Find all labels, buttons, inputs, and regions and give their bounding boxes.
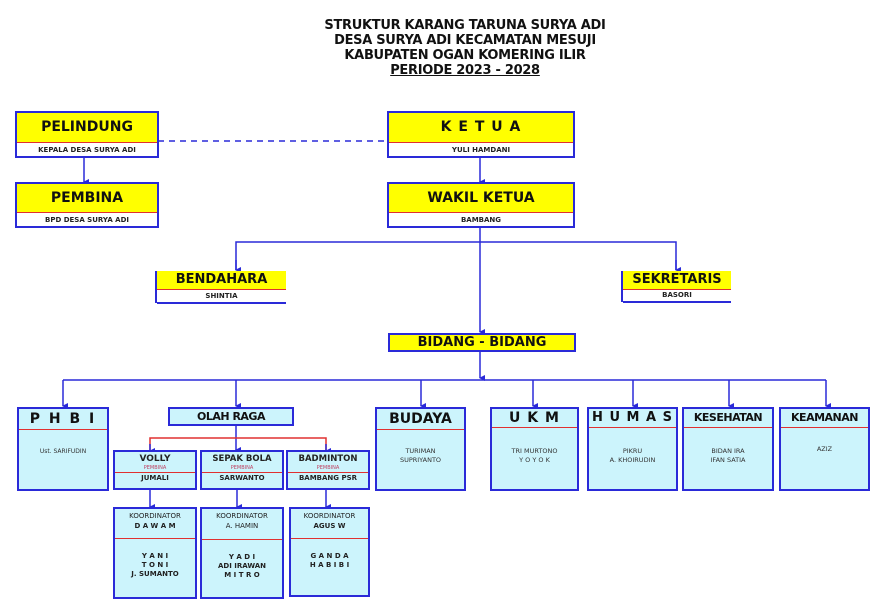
- badminton-koordinator-box: KOORDINATOR AGUS W G A N D A H A B I B I: [289, 507, 370, 597]
- pembina-title: PEMBINA: [17, 184, 157, 213]
- title-period: PERIODE 2023 - 2028: [390, 63, 540, 78]
- sepakbola-member: ADI IRAWAN: [217, 562, 267, 570]
- sepakbola-member: Y A D I: [228, 553, 256, 561]
- ukm-member: TRI MURTONO: [511, 447, 558, 455]
- badminton-koordinator-label: KOORDINATOR: [303, 512, 356, 520]
- title-line-3: KABUPATEN OGAN KOMERING ILIR: [344, 48, 586, 63]
- sekretaris-box: SEKRETARIS BASORI: [621, 271, 731, 303]
- badminton-title: BADMINTON: [298, 454, 358, 464]
- volly-koordinator-box: KOORDINATOR D A W A M Y A N I T O N I J.…: [113, 507, 197, 599]
- pelindung-name: KEPALA DESA SURYA ADI: [38, 146, 136, 154]
- volly-role: PEMBINA: [115, 465, 195, 473]
- badminton-role: PEMBINA: [288, 465, 368, 473]
- line-wakil-bend-sek: [235, 241, 677, 270]
- ukm-member: Y O Y O K: [519, 456, 550, 464]
- line-olahraga-branch: [149, 437, 327, 450]
- bidang-box: BIDANG - BIDANG: [388, 333, 576, 352]
- sekretaris-name: BASORI: [623, 290, 731, 303]
- badminton-pembina: BAMBANG PSR: [298, 474, 358, 482]
- olahraga-box: OLAH RAGA: [168, 407, 294, 426]
- keamanan-member: AZIZ: [816, 445, 833, 453]
- humas-member: PIKRU: [622, 447, 643, 455]
- budaya-title: BUDAYA: [377, 409, 464, 430]
- volly-member: J. SUMANTO: [131, 570, 179, 578]
- volly-koordinator-label: KOORDINATOR: [129, 512, 181, 520]
- bendahara-box: BENDAHARA SHINTIA: [155, 271, 286, 304]
- wakil-ketua-name: BAMBANG: [460, 216, 502, 224]
- keamanan-title: KEAMANAN: [781, 409, 868, 428]
- volly-pembina: JUMALI: [141, 474, 169, 482]
- kesehatan-title: KESEHATAN: [684, 409, 772, 428]
- bidang-title: BIDANG - BIDANG: [390, 335, 574, 350]
- phbi-title: P H B I: [19, 409, 107, 430]
- badminton-member: G A N D A: [310, 552, 349, 560]
- sepakbola-role: PEMBINA: [202, 465, 282, 473]
- wakil-ketua-box: WAKIL KETUA BAMBANG: [387, 182, 575, 228]
- sepakbola-title: SEPAK BOLA: [212, 454, 272, 464]
- ukm-title: U K M: [492, 409, 577, 428]
- humas-box: H U M A S PIKRU A. KHOIRUDIN: [587, 407, 678, 491]
- budaya-box: BUDAYA TURIMAN SUPRIYANTO: [375, 407, 466, 491]
- badminton-koordinator: AGUS W: [313, 522, 346, 530]
- badminton-box: BADMINTON PEMBINA BAMBANG PSR: [286, 450, 370, 490]
- volly-member: T O N I: [141, 561, 169, 569]
- sepakbola-box: SEPAK BOLA PEMBINA SARWANTO: [200, 450, 284, 490]
- bendahara-title: BENDAHARA: [157, 271, 286, 290]
- volly-box: VOLLY PEMBINA JUMALI: [113, 450, 197, 490]
- budaya-member: SUPRIYANTO: [399, 456, 442, 464]
- olahraga-title: OLAH RAGA: [197, 410, 265, 423]
- pembina-box: PEMBINA BPD DESA SURYA ADI: [15, 182, 159, 228]
- pelindung-box: PELINDUNG KEPALA DESA SURYA ADI: [15, 111, 159, 158]
- keamanan-box: KEAMANAN AZIZ: [779, 407, 870, 491]
- kesehatan-member: IFAN SATIA: [710, 456, 746, 464]
- ukm-box: U K M TRI MURTONO Y O Y O K: [490, 407, 579, 491]
- sepakbola-koordinator-box: KOORDINATOR A. HAMIN Y A D I ADI IRAWAN …: [200, 507, 284, 599]
- title-line-2: DESA SURYA ADI KECAMATAN MESUJI: [334, 33, 596, 48]
- budaya-member: TURIMAN: [405, 447, 436, 455]
- badminton-member: H A B I B I: [309, 561, 350, 569]
- title-line-1: STRUKTUR KARANG TARUNA SURYA ADI: [324, 18, 606, 33]
- sekretaris-title: SEKRETARIS: [623, 271, 731, 290]
- pembina-name: BPD DESA SURYA ADI: [44, 216, 130, 224]
- wakil-ketua-title: WAKIL KETUA: [389, 184, 573, 213]
- volly-koordinator: D A W A M: [134, 522, 176, 530]
- sepakbola-koordinator-label: KOORDINATOR: [216, 512, 268, 520]
- humas-title: H U M A S: [589, 409, 676, 428]
- kesehatan-member: BIDAN IRA: [711, 447, 745, 455]
- volly-title: VOLLY: [139, 454, 171, 464]
- ketua-name: YULI HAMDANI: [451, 146, 511, 154]
- bendahara-name: SHINTIA: [157, 290, 286, 304]
- ketua-title: K E T U A: [389, 113, 573, 143]
- volly-member: Y A N I: [141, 552, 169, 560]
- sepakbola-pembina: SARWANTO: [219, 474, 265, 482]
- kesehatan-box: KESEHATAN BIDAN IRA IFAN SATIA: [682, 407, 774, 491]
- ketua-box: K E T U A YULI HAMDANI: [387, 111, 575, 158]
- phbi-member: Ust. SARIFUDIN: [39, 448, 87, 455]
- sepakbola-koordinator: A. HAMIN: [225, 522, 259, 530]
- pelindung-title: PELINDUNG: [17, 113, 157, 143]
- chart-title: STRUKTUR KARANG TARUNA SURYA ADI DESA SU…: [280, 18, 650, 78]
- humas-member: A. KHOIRUDIN: [609, 456, 656, 464]
- sepakbola-member: M I T R O: [224, 571, 260, 579]
- phbi-box: P H B I Ust. SARIFUDIN: [17, 407, 109, 491]
